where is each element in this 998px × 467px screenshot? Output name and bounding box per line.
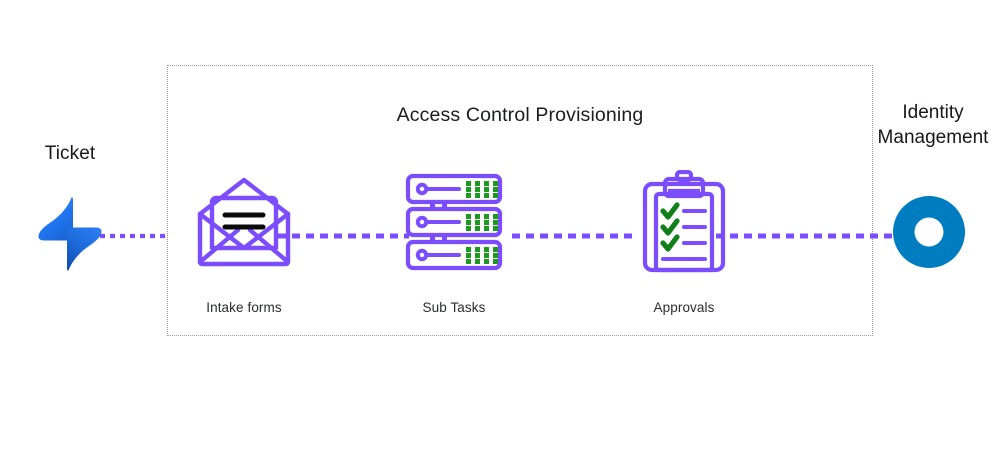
step-sub-tasks[interactable]: Sub Tasks: [374, 170, 534, 315]
step-label: Approvals: [653, 300, 715, 315]
step-label: Sub Tasks: [422, 300, 486, 315]
clipboard-checklist-icon: [642, 170, 726, 273]
group-title: Access Control Provisioning: [396, 104, 644, 126]
source-node-label: Ticket: [44, 143, 96, 164]
connector-subtask-to-approval: [512, 233, 637, 239]
destination-label-line2: Management: [877, 127, 989, 148]
group-container: [167, 65, 873, 336]
destination-label-line1: Identity: [902, 102, 964, 123]
connector-group-to-destination: [716, 233, 892, 239]
step-approvals[interactable]: Approvals: [604, 170, 764, 315]
jira-logo-icon: [38, 197, 102, 271]
step-intake-forms[interactable]: Intake forms: [164, 170, 324, 315]
step-label: Intake forms: [206, 300, 282, 315]
connector-intake-to-subtask: [278, 233, 409, 239]
open-envelope-icon: [197, 177, 291, 267]
okta-ring-logo-icon: [893, 196, 965, 268]
destination-node-label: Identity Management: [868, 100, 998, 150]
server-rack-icon: [405, 173, 503, 271]
connector-source-to-group: [100, 233, 168, 239]
